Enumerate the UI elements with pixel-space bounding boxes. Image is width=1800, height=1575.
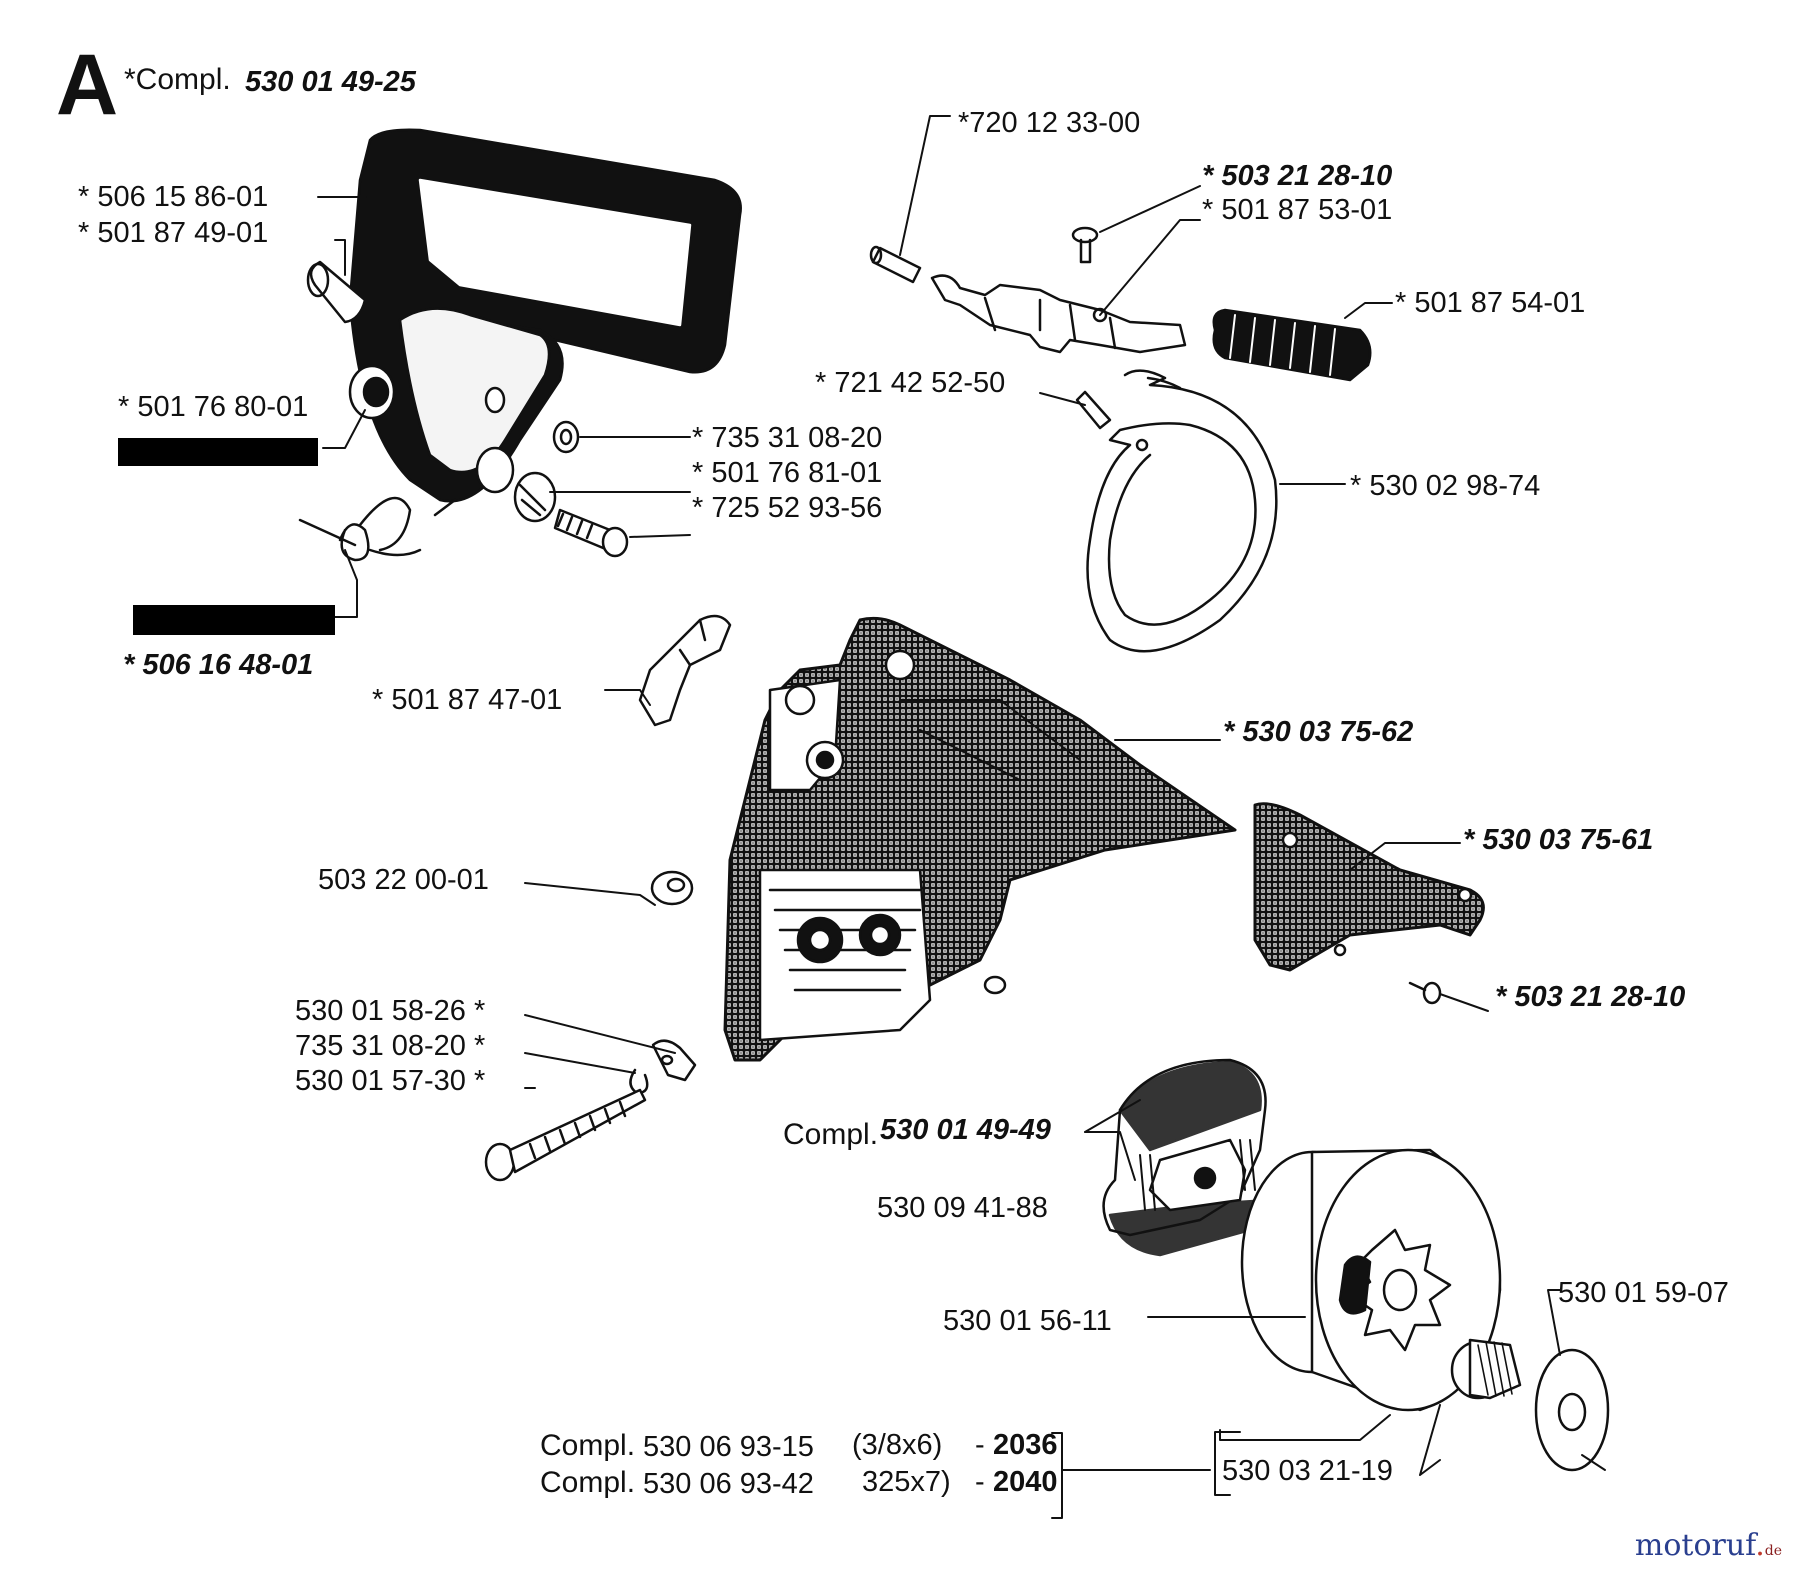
part-label: 530 01 56-11 (943, 1305, 1112, 1337)
option-compl: Compl. (540, 1429, 636, 1462)
option-dash: - (975, 1429, 985, 1461)
redacted-bar (133, 605, 335, 635)
clutch-cover-530037562 (723, 616, 1237, 1062)
handle-bushing-pin (306, 260, 367, 324)
part-label: * 501 76 80-01 (118, 391, 309, 423)
part-label: * 721 42 52-50 (815, 367, 1006, 399)
pin-720123300 (869, 245, 922, 284)
clutch-shoes-530094188 (1102, 1058, 1272, 1257)
option-dash: - (975, 1466, 985, 1498)
part-label: 530 09 41-88 (877, 1192, 1048, 1224)
part-label: * 735 31 08-20 (692, 422, 883, 454)
section-compl-prefix: *Compl. (124, 63, 231, 96)
redacted-bar (118, 438, 318, 466)
part-label: * 501 76 81-01 (692, 457, 883, 489)
screw-725529356 (553, 508, 629, 558)
bushing-501768101 (513, 471, 557, 523)
option-model: 2040 (993, 1466, 1058, 1498)
part-label: * 501 87 54-01 (1395, 287, 1586, 319)
tensioner-washer (651, 1039, 697, 1082)
watermark-logo: motoruf.de (1634, 1528, 1782, 1563)
front-handle-guard (348, 128, 742, 503)
part-label: * 530 02 98-74 (1350, 470, 1541, 502)
option-model: 2036 (993, 1429, 1058, 1461)
washer-735310820 (552, 420, 580, 454)
bracket-530037561 (1253, 802, 1485, 972)
part-label: * 506 15 86-01 (78, 181, 269, 213)
part-label: 530 01 58-26 * (295, 995, 486, 1027)
part-label: 530 01 59-07 (1558, 1277, 1729, 1309)
part-label: * 501 87 49-01 (78, 217, 269, 249)
brake-lever-501875301 (930, 274, 1187, 354)
brake-band-530029874 (1086, 369, 1278, 653)
spring-506164801 (298, 496, 457, 562)
part-label: * 530 03 75-62 (1223, 716, 1414, 748)
section-compl-number: 530 01 49-25 (245, 66, 416, 98)
pin-721425250 (1075, 390, 1112, 430)
part-label: * 501 87 53-01 (1202, 194, 1393, 226)
part-label: 735 31 08-20 * (295, 1030, 486, 1062)
bushing-501768001 (348, 364, 396, 420)
part-label: 530 01 57-30 * (295, 1065, 486, 1097)
option-number: 530 06 93-15 (643, 1431, 814, 1463)
nut-503220001 (650, 870, 694, 906)
part-label: 503 22 00-01 (318, 864, 489, 896)
option-compl: Compl. (540, 1466, 636, 1499)
section-letter: A (56, 37, 119, 133)
tensioner-screw (484, 1088, 647, 1182)
part-label: * 503 21 28-10 (1495, 981, 1686, 1013)
part-label: * 506 16 48-01 (123, 649, 314, 681)
watermark-tld: de (1764, 1543, 1782, 1559)
leader-lines (317, 115, 1606, 1519)
clutch-drum-530015611 (1240, 1148, 1502, 1412)
chain-catcher-501874701 (638, 614, 732, 727)
washer-530015907 (1534, 1348, 1610, 1472)
part-label: * 501 87 47-01 (372, 684, 563, 716)
needle-bearing-530032119 (1450, 1338, 1522, 1400)
part-label: * 503 21 28-10 (1202, 160, 1393, 192)
option-number: 530 06 93-42 (643, 1468, 814, 1500)
watermark-name: motoruf (1634, 1528, 1756, 1563)
spring-501875401 (1212, 308, 1372, 382)
clutch-compl-prefix: Compl. (783, 1118, 879, 1151)
part-label: *720 12 33-00 (958, 107, 1141, 139)
part-label: 530 03 21-19 (1222, 1455, 1393, 1487)
clutch-compl-number: 530 01 49-49 (880, 1114, 1051, 1146)
screw-503212810-bottom (1408, 981, 1442, 1005)
part-label: * 530 03 75-61 (1463, 824, 1654, 856)
screw-503212810-top (1071, 226, 1099, 264)
option-spec: (3/8x6) (852, 1429, 943, 1461)
part-label: * 725 52 93-56 (692, 492, 883, 524)
option-spec: 325x7) (862, 1466, 951, 1498)
